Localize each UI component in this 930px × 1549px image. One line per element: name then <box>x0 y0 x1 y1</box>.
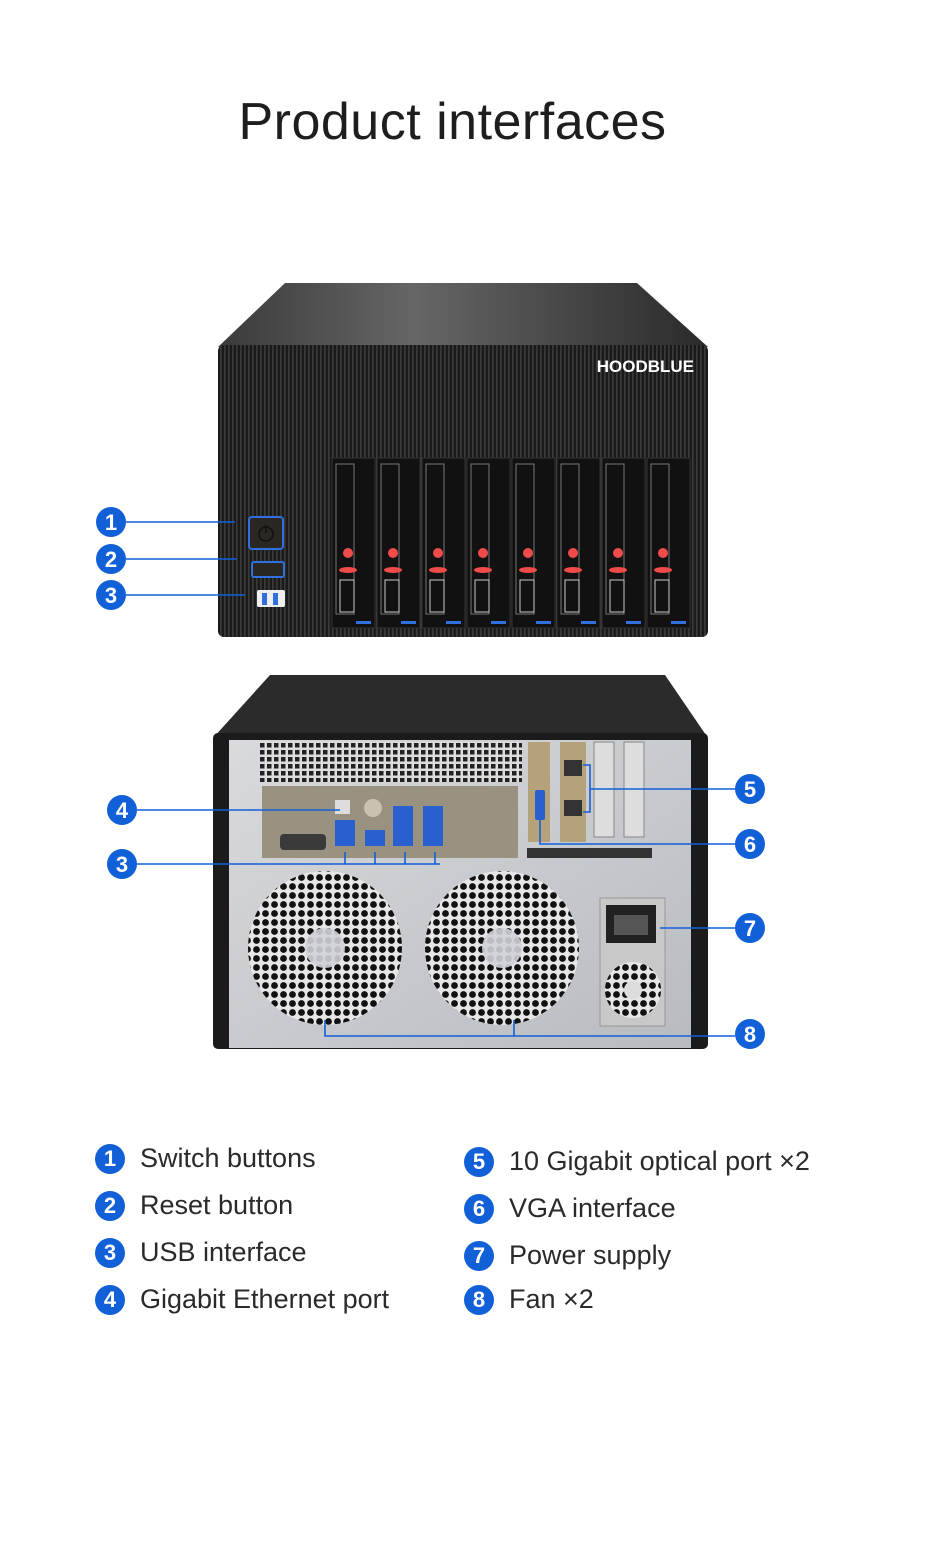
callout-5: 5 <box>735 774 765 804</box>
callout-8: 8 <box>735 1019 765 1049</box>
legend-number-badge: 5 <box>464 1146 494 1177</box>
reset-button <box>251 561 285 578</box>
drive-bay <box>646 457 691 629</box>
back-chassis <box>213 675 708 1049</box>
drive-bay <box>556 457 601 629</box>
svg-text:6: 6 <box>744 832 756 857</box>
legend-item: 2 Reset button <box>95 1190 293 1221</box>
svg-text:5: 5 <box>744 777 756 802</box>
legend-label: 10 Gigabit optical port ×2 <box>509 1146 810 1176</box>
svg-text:3: 3 <box>105 583 117 608</box>
svg-text:2: 2 <box>105 547 117 572</box>
legend-number-badge: 2 <box>95 1190 125 1221</box>
optical-port <box>564 800 582 816</box>
callout-4: 4 <box>107 795 137 825</box>
callout-3: 3 <box>96 580 126 610</box>
callout-6: 6 <box>735 829 765 859</box>
drive-bay <box>511 457 556 629</box>
legend-number-badge: 7 <box>464 1240 494 1271</box>
legend-number-badge: 4 <box>95 1284 125 1315</box>
legend-number-badge: 1 <box>95 1143 125 1174</box>
legend-label: Switch buttons <box>140 1143 316 1173</box>
drive-bay <box>376 457 421 629</box>
drive-bay <box>331 457 376 629</box>
legend-label: Power supply <box>509 1240 672 1270</box>
legend-number-badge: 8 <box>464 1284 494 1315</box>
legend-item: 8 Fan ×2 <box>464 1284 594 1315</box>
svg-text:1: 1 <box>105 510 117 535</box>
legend-number-badge: 6 <box>464 1193 494 1224</box>
legend-item: 1 Switch buttons <box>95 1143 316 1174</box>
front-chassis: HOODBLUE <box>218 283 708 637</box>
legend-label: VGA interface <box>509 1193 676 1223</box>
legend-item: 3 USB interface <box>95 1237 307 1268</box>
drive-bay <box>466 457 511 629</box>
callout-3: 3 <box>107 849 137 879</box>
legend-label: Fan ×2 <box>509 1284 594 1314</box>
legend-label: Reset button <box>140 1190 294 1220</box>
page-title: Product interfaces <box>238 93 667 151</box>
drive-bay <box>601 457 646 629</box>
legend-item: 5 10 Gigabit optical port ×2 <box>464 1146 810 1177</box>
legend-number-badge: 3 <box>95 1237 125 1268</box>
legend-item: 4 Gigabit Ethernet port <box>95 1284 389 1315</box>
svg-text:4: 4 <box>116 798 129 823</box>
brand-logo: HOODBLUE <box>597 357 694 376</box>
drive-bay <box>421 457 466 629</box>
legend-label: USB interface <box>140 1237 307 1267</box>
callout-7: 7 <box>735 913 765 943</box>
svg-text:3: 3 <box>116 852 128 877</box>
svg-text:7: 7 <box>744 916 756 941</box>
legend-item: 7 Power supply <box>464 1240 671 1271</box>
vga-port <box>535 790 545 820</box>
svg-text:8: 8 <box>744 1022 756 1047</box>
callout-1: 1 <box>96 507 126 537</box>
legend-label: Gigabit Ethernet port <box>140 1284 390 1314</box>
callout-2: 2 <box>96 544 126 574</box>
legend-item: 6 VGA interface <box>464 1193 676 1224</box>
front-usb-ports <box>257 590 285 607</box>
optical-port <box>564 760 582 776</box>
